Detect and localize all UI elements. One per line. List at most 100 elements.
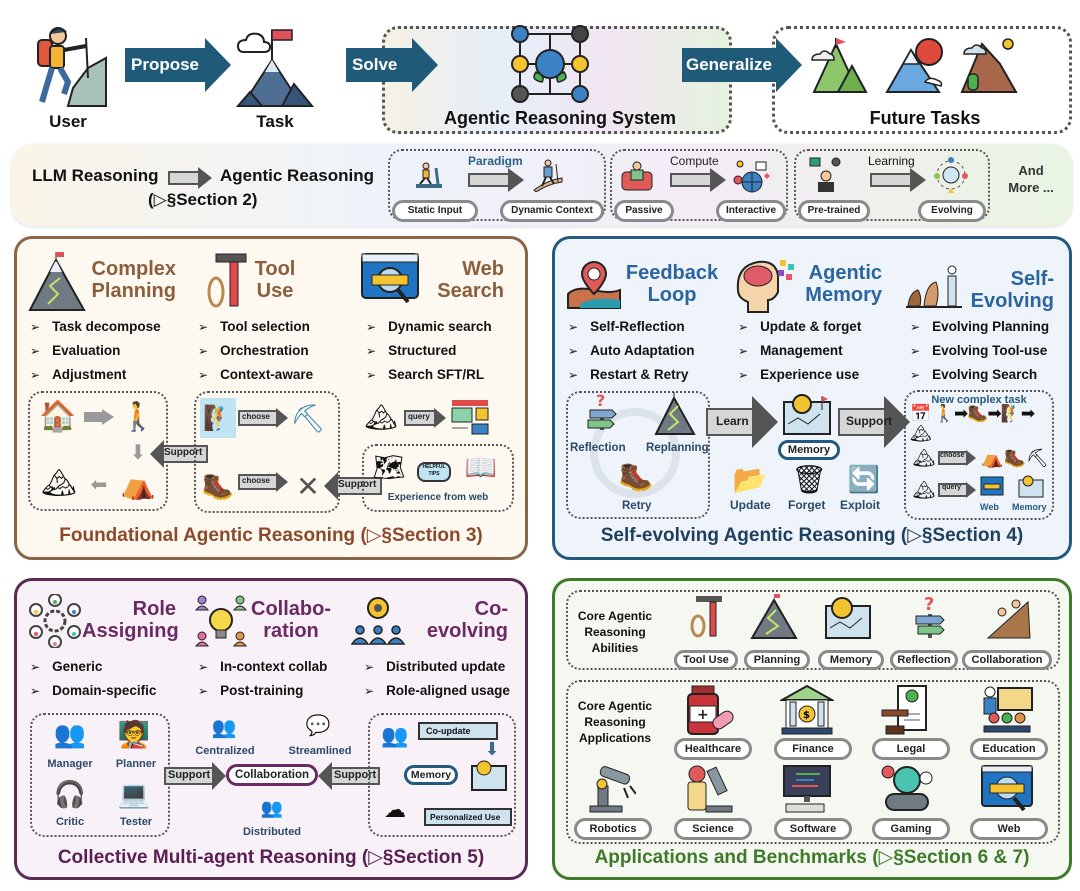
task-sequence-icons: 📅 🚶➡🥾➡🧗➡🏔: [910, 404, 1035, 443]
web-small-icon: [980, 476, 1004, 498]
bullet-item: Distributed update: [364, 655, 510, 679]
self-evolving-footer[interactable]: Self-evolving Agentic Reasoning (▷§Secti…: [600, 525, 1024, 546]
mountain-flag-small-icon: 🏔: [364, 401, 398, 432]
question-signpost-icon: ?: [584, 392, 620, 432]
query-arrow: query: [404, 408, 446, 428]
planning-mountain-icon: [28, 250, 86, 312]
finance-bank-icon: $: [780, 684, 834, 736]
mountain-flag-icon: [232, 22, 318, 108]
support-arrow-left: Support: [164, 762, 228, 790]
memory-bullets: Update & forget Management Experience us…: [738, 315, 861, 387]
support-label: Support: [338, 479, 377, 490]
paradigm-arrow: [468, 168, 526, 192]
foundational-footer[interactable]: Foundational Agentic Reasoning (▷§Sectio…: [59, 525, 483, 546]
self-evolving-bullets: Evolving Planning Evolving Tool-use Evol…: [910, 315, 1049, 387]
cycle-ring: [590, 408, 680, 498]
learning-shift-box: [794, 149, 990, 221]
software-computer-icon: [780, 764, 834, 814]
role-label-manager: Manager: [47, 758, 93, 770]
ability-pill-reflection: Reflection: [890, 650, 958, 670]
app-pill-web: Web: [970, 818, 1048, 840]
treadmill-runner-icon: [414, 160, 444, 190]
memory-map-clock-icon: [782, 392, 832, 436]
science-microscope-icon: [684, 764, 736, 814]
experience-box: [362, 444, 514, 512]
feedback-loop-title: Feedback Loop: [625, 262, 719, 306]
svg-text:?: ?: [596, 392, 605, 410]
down-arrow-icon: ⬇: [484, 738, 500, 759]
bullet-item: Update & forget: [738, 315, 861, 339]
solve-arrow: Solve: [346, 38, 438, 92]
app-pill-software: Software: [774, 818, 852, 840]
bullet-item: Generic: [30, 655, 156, 679]
bullet-item: Restart & Retry: [568, 363, 695, 387]
exploit-label: Exploit: [840, 498, 881, 512]
streamlined-label: Streamlined: [288, 745, 352, 757]
web-www-icon: [980, 764, 1034, 814]
web-search-title: Web Search: [437, 258, 504, 302]
role-label-critic: Critic: [55, 816, 85, 828]
applications-footer[interactable]: Applications and Benchmarks (▷§Section 6…: [594, 847, 1030, 868]
ability-reflection-icon: ?: [910, 594, 950, 640]
paradigm-shift-box: [388, 149, 606, 221]
bullet-item: Orchestration: [198, 339, 313, 363]
bullet-item: Management: [738, 339, 861, 363]
bullet-item: Search SFT/RL: [366, 363, 492, 387]
ability-planning-icon: [750, 594, 798, 640]
multi-agent-footer[interactable]: Collective Multi-agent Reasoning (▷§Sect…: [57, 847, 485, 868]
support-label: Support: [164, 447, 203, 458]
reflection-label: Reflection: [570, 442, 626, 454]
armchair-passive-icon: [620, 160, 654, 192]
map-pin-question-icon: [566, 260, 622, 310]
pre-trained-pill: Pre-trained: [798, 200, 870, 222]
trekking-poles-icon: ✕: [296, 470, 320, 502]
pickaxe-icon: ⛏: [290, 402, 326, 434]
generalize-label: Generalize: [686, 55, 772, 74]
and-more-label: And More ...: [1008, 163, 1054, 195]
helpful-tips-icon: HELPFUL TIPS: [416, 450, 452, 484]
section2-ref[interactable]: (▷§Section 2): [148, 190, 258, 209]
new-task-label: New complex task: [931, 394, 1027, 406]
choose-arrow-2: choose: [238, 472, 288, 492]
www-search-icon: [360, 252, 420, 306]
choose-arrow-se: choose: [938, 450, 976, 466]
gaming-controller-icon: [880, 764, 934, 814]
applications-heading: Core Agentic Reasoning Applications: [577, 699, 653, 745]
summit-person-icon: 🏔: [41, 466, 77, 498]
bullet-item: Task decompose: [30, 315, 161, 339]
bullet-item: Evolving Planning: [910, 315, 1049, 339]
dynamic-context-pill: Dynamic Context: [500, 200, 604, 222]
self-evolving-panel: [552, 236, 1072, 560]
tool-use-bullets: Tool selection Orchestration Context-awa…: [198, 315, 313, 387]
feedback-cycle-box: [566, 391, 710, 519]
backpacker-icon: 🚶: [120, 400, 156, 432]
support-label: Support: [846, 414, 892, 428]
query-arrow-se: query: [938, 482, 976, 498]
llm-reasoning-label: LLM Reasoning: [32, 166, 159, 185]
support-arrow-1: Support: [150, 440, 208, 468]
agentic-reasoning-label: Agentic Reasoning: [220, 166, 374, 185]
collab-bullets: In-context collab Post-training: [198, 655, 327, 703]
abilities-heading: Core Agentic Reasoning Abilities: [577, 609, 653, 655]
cliff-climber-icon: 🧗: [200, 398, 236, 438]
role-label-tester: Tester: [119, 816, 153, 828]
support-label: Support: [168, 769, 211, 781]
propose-arrow: Propose: [125, 38, 231, 92]
svg-text:$: $: [803, 710, 810, 721]
replanning-mountain-icon: [654, 392, 696, 436]
app-pill-robotics: Robotics: [574, 818, 652, 840]
co-evolve-box: [368, 713, 516, 837]
learn-arrow: Learn: [706, 396, 778, 448]
tester-icon: 💻: [117, 778, 151, 809]
collab-bulb-icon: [194, 594, 248, 648]
role-network-icon: [28, 594, 82, 648]
flow-arrow-right: [84, 409, 114, 425]
app-pill-education: Education: [970, 738, 1048, 760]
bullet-item: Evolving Search: [910, 363, 1049, 387]
static-input-pill: Static Input: [392, 200, 478, 222]
retry-climber-icon: 🥾: [618, 460, 654, 492]
memory-pill: Memory: [778, 440, 840, 460]
collaboration-pill: Collaboration: [226, 764, 318, 786]
bullet-item: Dynamic search: [366, 315, 492, 339]
generalize-arrow: Generalize: [682, 38, 802, 92]
